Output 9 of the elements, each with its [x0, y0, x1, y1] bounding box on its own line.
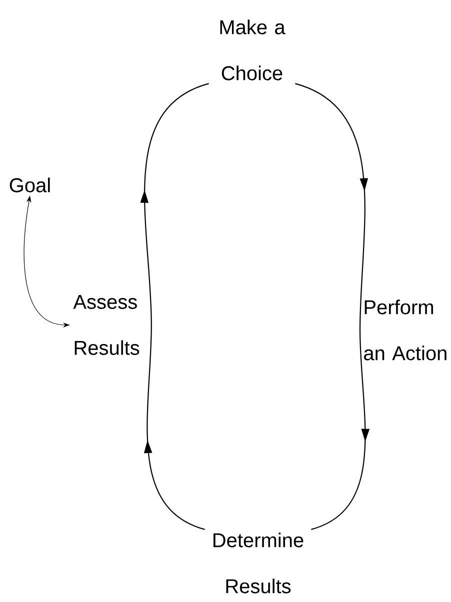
- step-label: Perform an Action: [364, 300, 446, 360]
- arrow: [140, 83, 209, 325]
- arrow: [144, 324, 205, 530]
- arrow: [295, 83, 368, 330]
- step-label: Determine Results: [214, 532, 304, 594]
- step-label: Make a Choice: [220, 20, 286, 80]
- arrow: [311, 330, 370, 530]
- goal-label: Goal: [10, 178, 50, 192]
- step-label: Assess Results: [73, 295, 140, 355]
